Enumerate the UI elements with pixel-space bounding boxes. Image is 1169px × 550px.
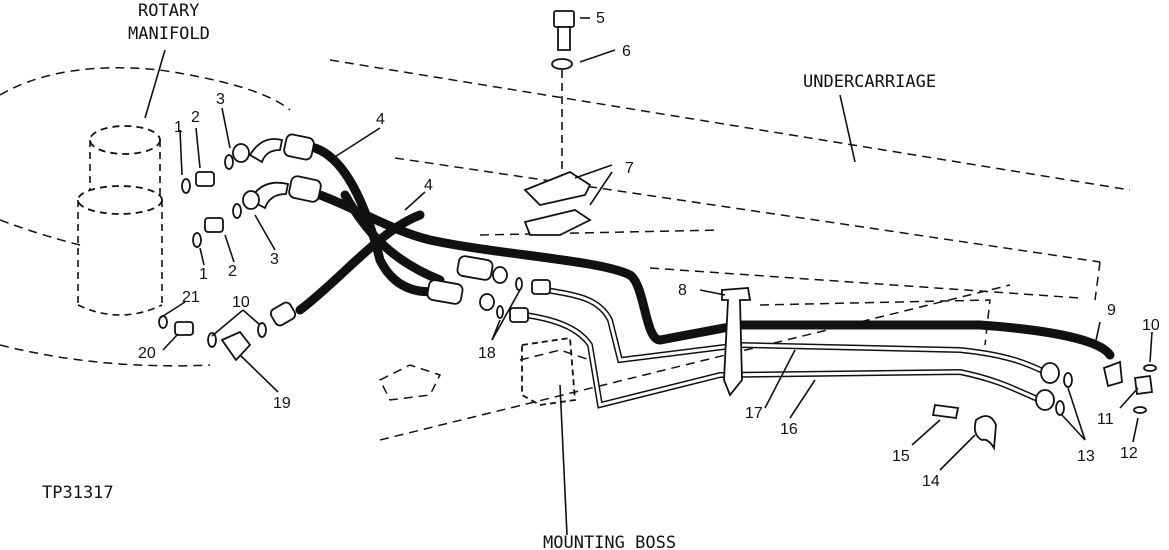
callout-2a: 2 [191,109,200,126]
callout-9: 9 [1107,302,1116,319]
leader-lines [144,17,1153,536]
callout-4b: 4 [424,177,433,194]
callout-12: 12 [1120,445,1138,462]
hydraulic-hoses [295,143,1115,360]
label-rotary: ROTARY [138,1,199,21]
callout-numbers: 1 2 3 4 4 5 6 7 1 2 3 21 10 20 19 18 8 9… [138,10,1160,490]
callout-13: 13 [1077,448,1095,465]
callout-1b: 1 [199,266,208,283]
callout-8: 8 [678,282,687,299]
callout-14: 14 [922,473,940,490]
label-undercarriage: UNDERCARRIAGE [803,72,936,92]
callout-2b: 2 [228,263,237,280]
callout-5: 5 [596,10,605,27]
callout-10a: 10 [232,294,250,311]
text-labels: ROTARY MANIFOLD UNDERCARRIAGE MOUNTING B… [42,1,936,550]
callout-20: 20 [138,345,156,362]
callout-3b: 3 [270,251,279,268]
callout-7: 7 [625,160,634,177]
figure-id: TP31317 [42,483,114,503]
callout-3a: 3 [216,91,225,108]
callout-21: 21 [182,289,200,306]
rotary-manifold [77,125,163,316]
callout-11: 11 [1097,411,1114,428]
hydraulic-tubes [524,287,1047,409]
callout-16: 16 [780,421,798,438]
callout-6: 6 [622,43,631,60]
callout-17: 17 [745,405,763,422]
fittings [158,10,1157,451]
label-manifold: MANIFOLD [128,24,210,44]
background-outlines [0,59,1131,441]
callout-10b: 10 [1142,317,1160,334]
callout-1a: 1 [174,119,183,136]
callout-19: 19 [273,395,291,412]
callout-4a: 4 [376,111,385,128]
callout-15: 15 [892,448,910,465]
label-mounting-boss: MOUNTING BOSS [543,533,676,550]
callout-18: 18 [478,345,496,362]
